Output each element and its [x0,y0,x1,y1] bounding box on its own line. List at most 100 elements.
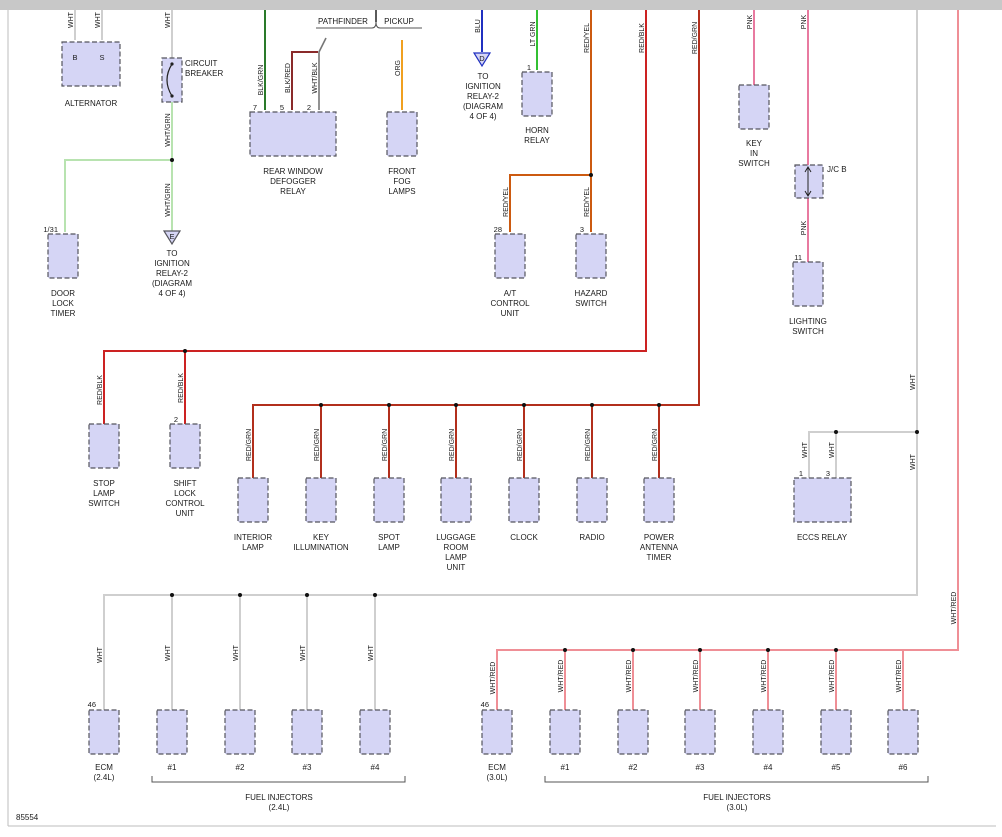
wire-label-red-blk: RED/BLK [639,23,646,53]
shift-lock-control-unit-label: UNIT [176,509,195,518]
rear-window-defogger-relay-label: RELAY [280,187,306,196]
ecm-30-label: ECM [488,763,506,772]
wire-label-wht: WHT [165,644,172,661]
wire-label-org: ORG [395,60,402,76]
inj-1-label: #1 [168,763,177,772]
wire-label-red-yel: RED/YEL [584,23,591,53]
wire-red-grn-bus [252,10,700,478]
wire-label-wht: WHT [368,644,375,661]
breaker-contact [170,94,174,98]
defogger-relay-box [249,111,337,157]
clock-box [508,477,540,523]
splice-node [915,430,919,434]
wire-wht-blk [318,37,327,110]
jc-b-box [794,164,824,199]
interior-lamp-box [237,477,269,523]
wire-label-wht-grn: WHT/GRN [165,113,172,146]
pin-label-p3: 3 [580,225,584,234]
inj-5-label: #5 [832,763,841,772]
inj-1-label: #1 [561,763,570,772]
pin-label-p46: 46 [88,700,96,709]
wire-label-wht-blk: WHT/BLK [312,62,319,93]
power-antenna-timer-label: POWER [644,533,674,542]
antenna-timer-box [643,477,675,523]
wire-wht-grn-door [64,159,172,232]
lighting-switch-box [792,261,824,307]
fuel-injectors-24-label: (2.4L) [269,803,290,812]
shift-lock-control-unit-label: LOCK [174,489,196,498]
circuit-breaker-label: CIRCUIT [185,59,218,68]
key-illumination-box [305,477,337,523]
circuit-breaker-box [161,57,183,103]
pin-label-s: S [99,53,104,62]
splice-node [305,593,309,597]
luggage-lamp-box [440,477,472,523]
pin-label-d: D [479,54,485,63]
spot-lamp-label: LAMP [378,543,400,552]
spot-lamp-box [373,477,405,523]
wire-wht-eccs [808,431,917,478]
wire-label-red-grn: RED/GRN [585,429,592,461]
jc-b-label: J/C B [827,165,847,174]
wire-red-yel-at [509,174,591,232]
horn-relay-box [521,71,553,117]
pin-label-p46: 46 [481,700,489,709]
pin-label-p28: 28 [494,225,502,234]
wire-label-wht: WHT [68,11,75,28]
wire-blk-red [291,51,318,110]
shift-lock-control-unit-label: SHIFT [173,479,196,488]
splice-node [590,403,594,407]
pin-label-p2: 2 [174,415,178,424]
wire-label-wht: WHT [910,453,917,470]
splice-node [170,593,174,597]
fuel-injectors-24-label: FUEL INJECTORS [245,793,313,802]
wire-label-wht-red: WHT/RED [829,660,836,693]
to-ign-relay-e-label: IGNITION [154,259,190,268]
pin-label-p3: 3 [826,469,830,478]
pin-label-p131: 1/31 [43,225,58,234]
option-selector [316,21,422,29]
wire-label-bk-red: BLK/RED [285,63,292,93]
wire-label-red-blk: RED/BLK [178,373,185,403]
key-illumination-label: ILLUMINATION [293,543,349,552]
hazard-switch-label: SWITCH [575,299,607,308]
wire-label-wht: WHT [165,11,172,28]
splice-node [387,403,391,407]
inj30-5-box [820,709,852,755]
alternator-label: ALTERNATOR [65,99,118,108]
at-control-unit-label: CONTROL [490,299,530,308]
inj30-2-box [617,709,649,755]
to-ign-relay-d-label: IGNITION [465,82,501,91]
wire-label-wht: WHT [802,441,809,458]
inj30-1-box [549,709,581,755]
horn-relay-label: RELAY [524,136,550,145]
wire-label-wht-red: WHT/RED [558,660,565,693]
to-ign-relay-e-label: (DIAGRAM [152,279,192,288]
rear-window-defogger-relay-label: DEFOGGER [270,177,316,186]
wire-label-red-grn: RED/GRN [382,429,389,461]
wire-label-lt-grn: LT GRN [530,21,537,46]
wire-label-red-blk: RED/BLK [97,375,104,405]
inj-4-label: #4 [764,763,773,772]
breaker-contact [170,62,174,66]
inj-2-label: #2 [629,763,638,772]
key-in-switch-label: SWITCH [738,159,770,168]
at-control-unit-box [494,233,526,279]
splice-node [834,648,838,652]
inj24-4-box [359,709,391,755]
splice-node [834,430,838,434]
wires [64,10,959,710]
door-lock-timer-label: TIMER [51,309,76,318]
stop-lamp-switch-label: SWITCH [88,499,120,508]
wire-label-wht: WHT [829,441,836,458]
ecm-30-box [481,709,513,755]
splice-node [766,648,770,652]
pin-label-p11: 11 [794,253,802,262]
wire-label-wht-red: WHT/RED [626,660,633,693]
stop-lamp-switch-label: STOP [93,479,115,488]
fuel-injectors-30-label: (3.0L) [727,803,748,812]
inj30-3-box [684,709,716,755]
wire-label-wht-red: WHT/RED [951,592,958,625]
